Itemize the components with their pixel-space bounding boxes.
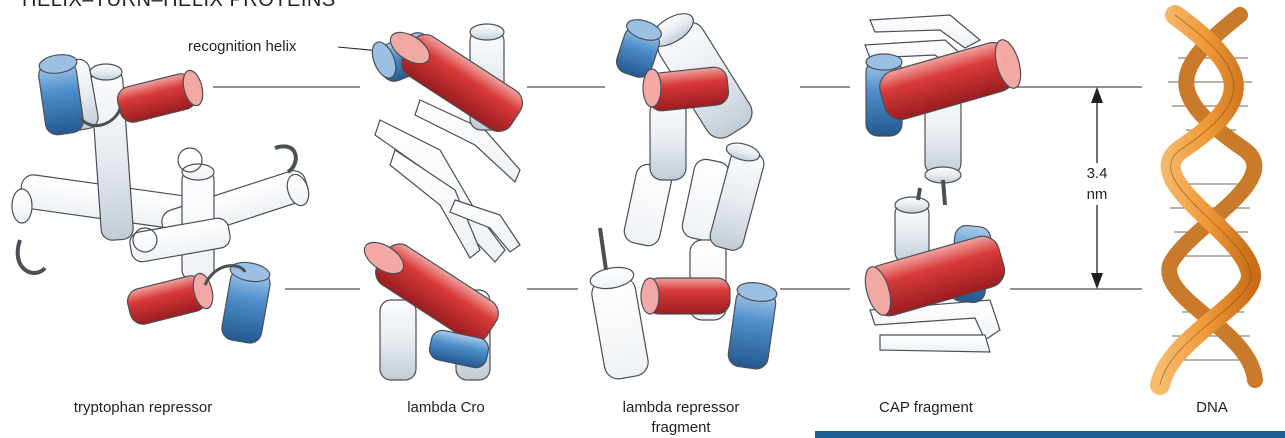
dna-double-helix — [1160, 15, 1255, 385]
caption-dna: DNA — [1196, 398, 1228, 418]
protein-lambda-cro — [359, 24, 528, 380]
arrowhead-down — [1091, 273, 1103, 289]
caption-tryptophan-repressor: tryptophan repressor — [74, 398, 212, 418]
blue-helix-bottom — [727, 280, 778, 370]
protein-lambda-repressor-fragment — [589, 7, 778, 381]
caption-lambda-repressor-line-1: lambda repressor — [623, 398, 740, 418]
recognition-helix-label: recognition helix — [188, 38, 296, 55]
spacing-value: 3.4 — [1080, 163, 1114, 184]
caption-lambda-cro: lambda Cro — [407, 398, 485, 418]
accent-bar — [815, 431, 1285, 438]
protein-tryptophan-repressor — [12, 52, 312, 344]
red-recognition-helix-bottom — [125, 271, 216, 327]
white-helices — [589, 157, 732, 381]
red-recognition-helix — [115, 68, 206, 125]
spacing-unit: nm — [1080, 184, 1114, 205]
red-recognition-helix-bottom — [641, 278, 730, 314]
grey-helices — [895, 95, 961, 263]
protein-cap-fragment — [861, 15, 1026, 352]
white-helices — [12, 148, 312, 280]
loop — [275, 146, 296, 172]
blue-helix-bottom — [220, 260, 272, 345]
loop — [18, 240, 45, 273]
spacing-label: 3.4 nm — [1080, 163, 1114, 205]
caption-lambda-repressor-line-2: fragment — [651, 418, 710, 438]
caption-cap-fragment: CAP fragment — [879, 398, 973, 418]
arrowhead-up — [1091, 87, 1103, 103]
red-recognition-helix — [643, 66, 730, 112]
